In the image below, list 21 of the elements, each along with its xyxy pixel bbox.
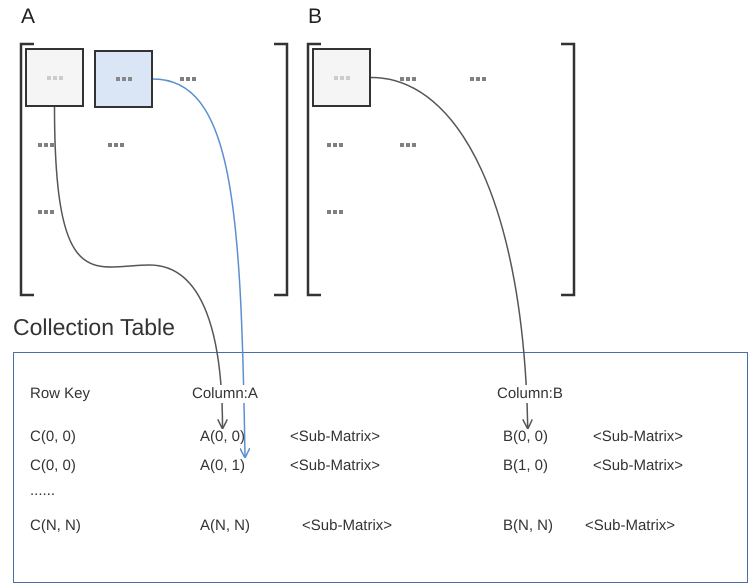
table-cell-text: A(0, 0): [200, 428, 246, 446]
table-cell-text: B(0, 0): [503, 428, 548, 446]
table-title: Collection Table: [13, 313, 175, 342]
curved-arrow: [54, 106, 228, 430]
table-cell-text: Row Key: [30, 385, 90, 403]
table-cell-text: B(1, 0): [503, 457, 548, 475]
matrix-name: B: [308, 4, 322, 30]
curved-arrow: [152, 78, 251, 459]
table-cell-text: B(N, N): [503, 517, 553, 535]
matrix-block: [25, 48, 84, 107]
table-cell-text: Column:A: [192, 385, 258, 403]
matrix-block: [312, 48, 371, 107]
matrix-name: A: [21, 4, 36, 30]
table-cell-text: Column:B: [497, 385, 563, 403]
table-cell-text: C(N, N): [30, 517, 81, 535]
table-cell-text: A(N, N): [200, 517, 250, 535]
table-cell-text: A(0, 1): [200, 457, 246, 475]
table-cell-text: C(0, 0): [30, 457, 76, 475]
matrix-block: [94, 50, 153, 108]
curved-arrow: [370, 76, 534, 430]
table-cell-text: C(0, 0): [30, 428, 76, 446]
